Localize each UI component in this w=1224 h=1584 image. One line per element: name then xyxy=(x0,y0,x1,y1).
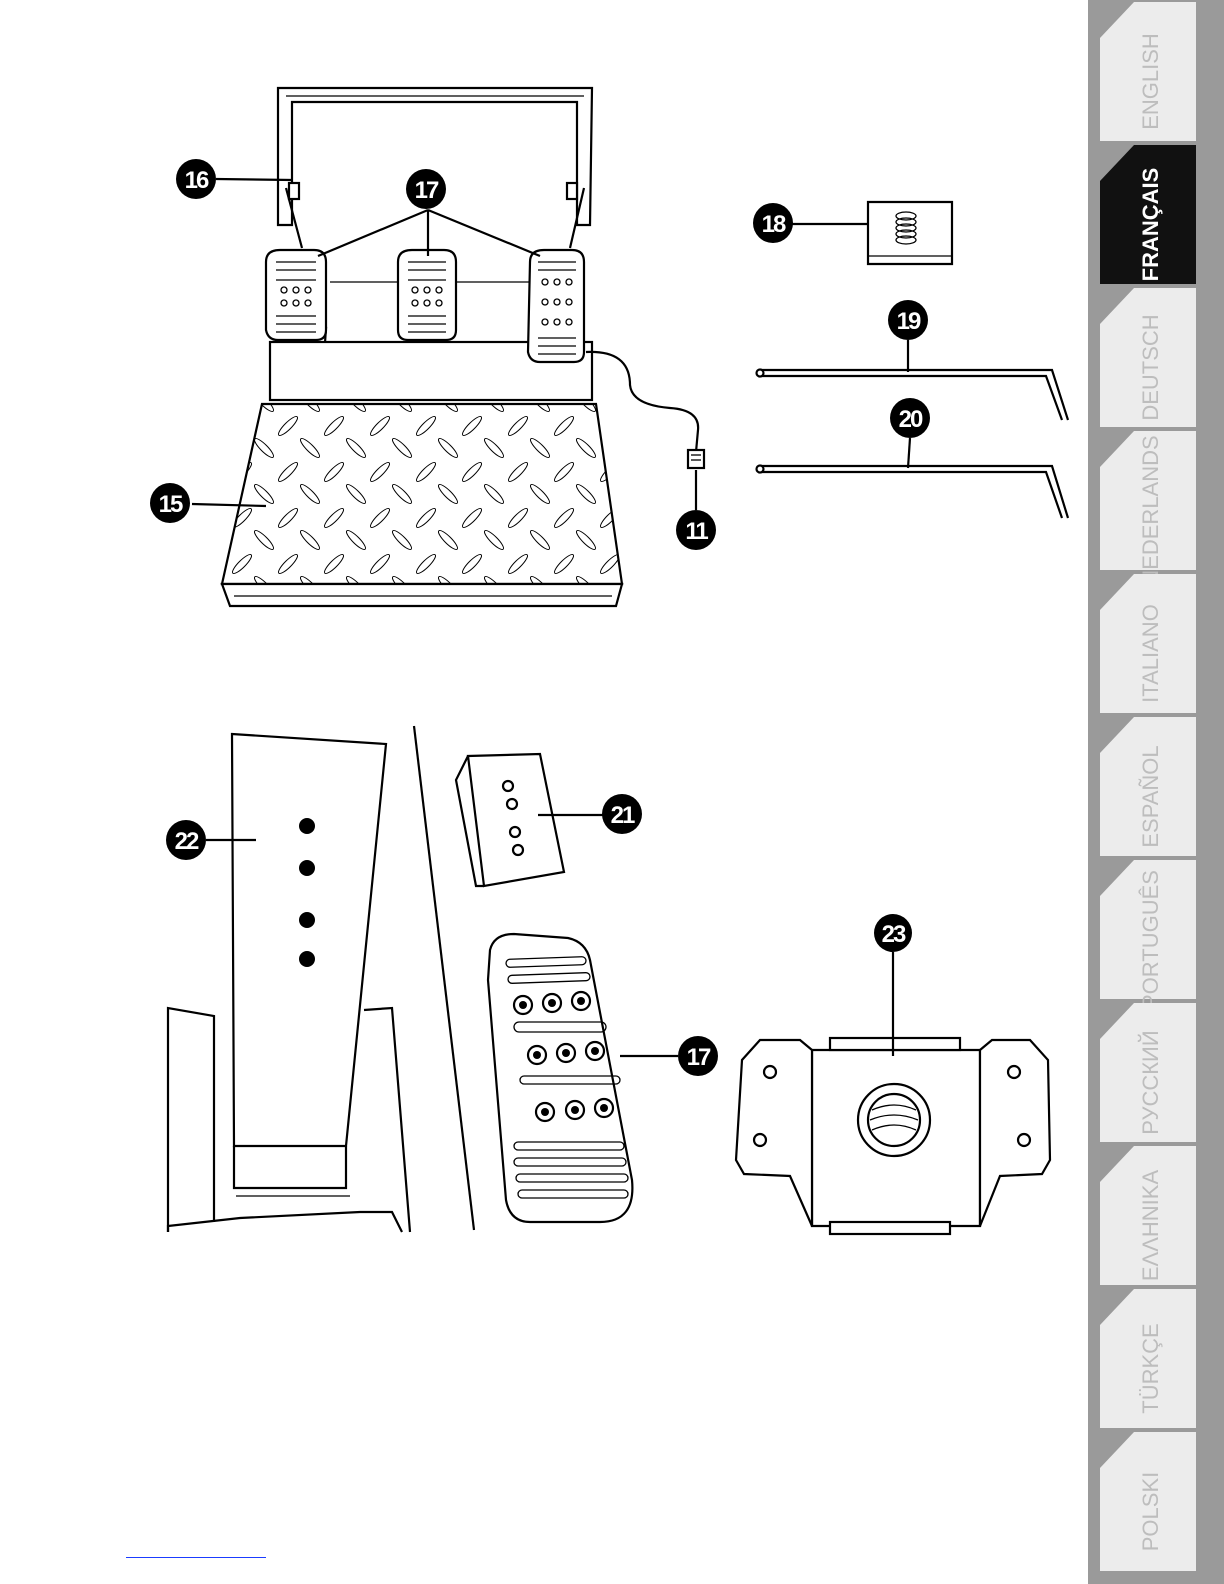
callout-21-label: 21 xyxy=(611,802,635,829)
tread-plate xyxy=(222,404,622,584)
callout-17-bottom: 17 xyxy=(678,1036,718,1076)
pedal-set-illustration xyxy=(222,88,704,606)
tab-ελληνικα[interactable]: ΕΛΛΗΝΙΚΑ xyxy=(1100,1146,1196,1285)
callout-15-label: 15 xyxy=(159,491,183,518)
tab-español[interactable]: ESPAÑOL xyxy=(1100,717,1196,856)
callout-23-label: 23 xyxy=(882,921,906,948)
callout-11: 11 xyxy=(676,510,716,550)
callout-11-label: 11 xyxy=(685,518,708,545)
callout-18-label: 18 xyxy=(762,211,786,238)
tab-label: РУССКИЙ xyxy=(1138,1030,1163,1134)
tab-label: TÜRKÇE xyxy=(1138,1323,1163,1413)
pedal-brake xyxy=(398,250,456,340)
callout-17-bottom-label: 17 xyxy=(687,1044,711,1071)
adjust-knob-left xyxy=(289,183,299,199)
pedal-arm-plate xyxy=(232,734,386,1146)
footer-link-underline[interactable] xyxy=(126,1557,266,1558)
callout-20-label: 20 xyxy=(899,406,923,433)
tab-label: ITALIANO xyxy=(1138,604,1163,703)
tab-english[interactable]: ENGLISH xyxy=(1100,2,1196,141)
tab-português[interactable]: PORTUGUÊS xyxy=(1100,860,1196,1009)
callout-17-top: 17 xyxy=(406,169,446,209)
tab-label: ESPAÑOL xyxy=(1138,745,1163,847)
mounting-bracket-illustration xyxy=(736,1038,1050,1234)
callout-22: 22 xyxy=(166,820,206,860)
tab-label: POLSKI xyxy=(1138,1472,1163,1551)
pedal-throttle xyxy=(528,250,584,362)
rj-connector xyxy=(688,450,704,468)
callout-21: 21 xyxy=(602,794,642,834)
callout-19-label: 19 xyxy=(897,308,921,335)
tab-italiano[interactable]: ITALIANO xyxy=(1100,574,1196,713)
t-nut-illustration xyxy=(868,202,952,264)
adjust-knob-right xyxy=(567,183,577,199)
pedal-arm-detail xyxy=(168,726,474,1232)
language-tab-strip: ENGLISH FRANÇAIS DEUTSCH NEDERLANDS ITALIANO… xyxy=(1088,0,1224,1584)
callout-19: 19 xyxy=(888,300,928,340)
tab-label: FRANÇAIS xyxy=(1138,168,1163,282)
tab-label: PORTUGUÊS xyxy=(1138,870,1163,1009)
tab-label: DEUTSCH xyxy=(1138,314,1163,420)
tab-türkçe[interactable]: TÜRKÇE xyxy=(1100,1289,1196,1428)
tab-polski[interactable]: POLSKI xyxy=(1100,1432,1196,1571)
tab-deutsch[interactable]: DEUTSCH xyxy=(1100,288,1196,427)
callout-23: 23 xyxy=(874,914,912,952)
pedal-large-detail xyxy=(488,934,632,1222)
pedal-spacer-block xyxy=(456,754,564,886)
tab-русский[interactable]: РУССКИЙ xyxy=(1100,1003,1196,1142)
tab-français[interactable]: FRANÇAIS xyxy=(1100,145,1196,284)
callout-20: 20 xyxy=(890,398,930,438)
tab-label: ΕΛΛΗΝΙΚΑ xyxy=(1138,1170,1163,1282)
tread-plate-edge xyxy=(222,584,622,606)
callout-15: 15 xyxy=(150,483,190,523)
callout-22-label: 22 xyxy=(175,828,199,855)
tab-nederlands[interactable]: NEDERLANDS xyxy=(1100,431,1196,586)
pedal-clutch xyxy=(266,250,326,340)
callout-16: 16 xyxy=(176,159,216,199)
tab-label: NEDERLANDS xyxy=(1138,435,1163,585)
callout-17-top-label: 17 xyxy=(415,177,439,204)
callout-18: 18 xyxy=(753,203,793,243)
hex-key-short xyxy=(757,466,1069,519)
usb-cable xyxy=(586,352,698,452)
tab-label: ENGLISH xyxy=(1138,33,1163,130)
callout-16-label: 16 xyxy=(185,167,209,194)
divider-line xyxy=(414,726,474,1230)
